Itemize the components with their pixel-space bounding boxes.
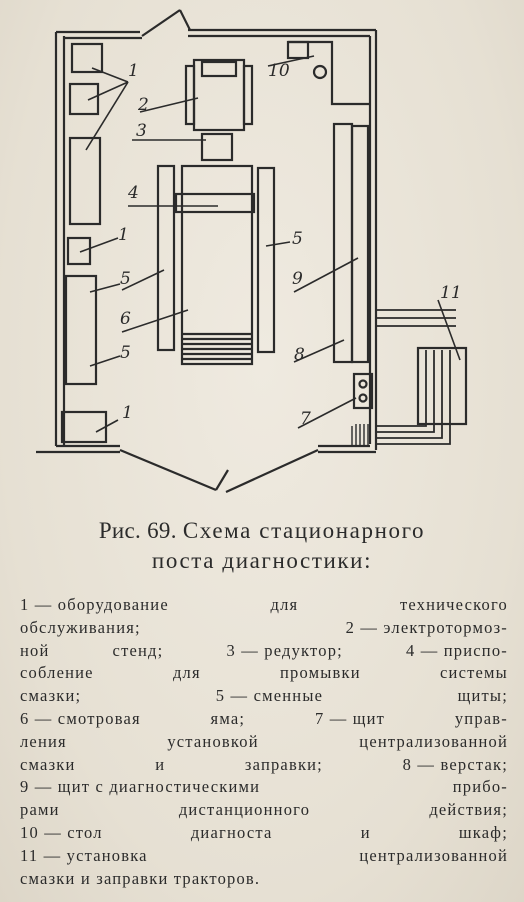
caption-figure-number: Рис. 69. xyxy=(98,518,177,543)
lubrication-control-panel xyxy=(351,372,374,446)
figure-caption: Рис. 69. Схема стационарного поста диагн… xyxy=(0,516,524,576)
station-floor-plan-diagram: 1 2 3 4 1 5 6 5 1 10 5 9 8 7 11 xyxy=(36,9,468,494)
workbench xyxy=(332,122,354,364)
electric-brake-stand xyxy=(184,58,254,132)
label-3: 3 xyxy=(136,121,147,141)
label-9: 9 xyxy=(292,269,303,289)
inspection-pit xyxy=(180,164,254,366)
maintenance-equipment-1a xyxy=(70,42,104,74)
label-2: 2 xyxy=(137,95,149,115)
label-5-left-lower: 5 xyxy=(120,343,131,363)
label-11: 11 xyxy=(440,283,462,303)
label-1-top: 1 xyxy=(128,61,139,81)
caption-line-1: Рис. 69. Схема стационарного xyxy=(0,516,524,546)
label-5-right: 5 xyxy=(292,229,303,249)
building-walls xyxy=(36,9,378,494)
diagnostician-table-and-cabinet xyxy=(286,40,370,106)
maintenance-equipment-1c xyxy=(68,136,102,226)
maintenance-equipment-1d xyxy=(66,236,92,266)
legend-line: обслуживания;2 — электротормоз- xyxy=(20,617,508,637)
replaceable-panel-5-center-left xyxy=(156,164,176,352)
reducer xyxy=(200,132,234,162)
label-6: 6 xyxy=(120,309,131,329)
caption-title-part-1: Схема стационарного xyxy=(182,518,426,543)
replaceable-panel-5-center-right xyxy=(256,166,276,354)
label-5-left-upper: 5 xyxy=(120,269,131,289)
label-10: 10 xyxy=(268,61,290,81)
label-7: 7 xyxy=(300,409,311,429)
leader-lines xyxy=(79,55,461,433)
maintenance-equipment-1e xyxy=(60,410,108,444)
label-8: 8 xyxy=(294,345,305,365)
lubrication-pipes xyxy=(376,309,456,445)
label-1-middle: 1 xyxy=(118,225,129,245)
replaceable-panel-5-left xyxy=(64,274,98,386)
caption-title-part-2: поста диагностики: xyxy=(151,548,373,573)
maintenance-equipment-1b xyxy=(68,82,100,116)
centralized-lubrication-installation xyxy=(416,346,468,426)
label-4: 4 xyxy=(127,183,139,203)
diagnostics-instrument-panel xyxy=(350,124,370,364)
label-1-bottom: 1 xyxy=(122,403,133,423)
lubrication-flushing-device xyxy=(174,192,256,214)
legend-line: смазки и заправки тракторов. xyxy=(20,868,261,888)
